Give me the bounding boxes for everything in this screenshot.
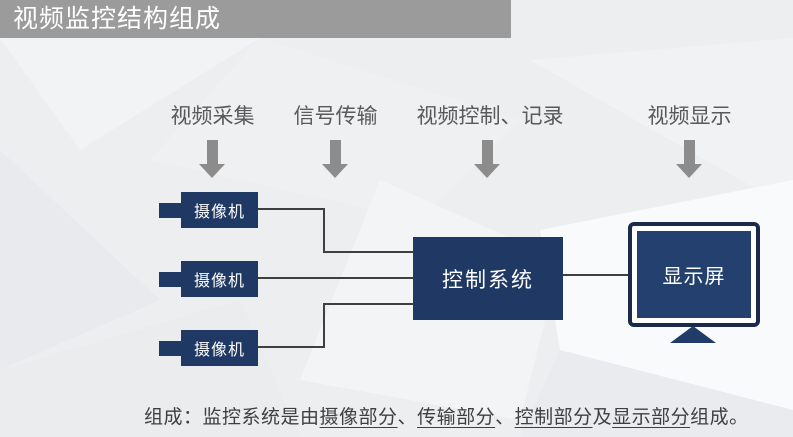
- caption-conjunction: 及: [592, 407, 613, 428]
- camera-lens-tab: [159, 272, 181, 287]
- connector-line: [323, 303, 413, 305]
- monitor-frame: 显示屏: [628, 222, 760, 327]
- connector-line: [258, 277, 413, 279]
- stage-label-video-control-record: 视频控制、记录: [416, 105, 564, 128]
- caption-part-transmission: 传输部分: [417, 407, 496, 428]
- display-screen-box: 显示屏: [637, 231, 751, 318]
- down-arrow-icon: [474, 140, 500, 178]
- caption-part-camera: 摄像部分: [319, 407, 398, 428]
- camera-box-2: 摄像机: [181, 261, 258, 297]
- down-arrow-icon: [199, 140, 225, 178]
- stage-label-video-capture: 视频采集: [170, 105, 255, 128]
- caption-lead: 监控系统是由: [202, 407, 320, 428]
- camera-lens-tab: [159, 203, 181, 218]
- caption-text: 组成：监控系统是由摄像部分、传输部分、控制部分及显示部分组成。: [144, 402, 749, 429]
- connector-line: [258, 346, 325, 348]
- camera-lens-tab: [159, 341, 181, 356]
- connector-line: [323, 303, 325, 348]
- camera-box-1: 摄像机: [181, 192, 258, 228]
- caption-suffix: 组成。: [690, 407, 749, 428]
- connector-line: [323, 251, 413, 253]
- caption-prefix: 组成：: [144, 407, 203, 428]
- control-system-box: 控制系统: [413, 237, 563, 320]
- connector-line: [323, 208, 325, 253]
- slide-title: 视频监控结构组成: [13, 5, 222, 33]
- down-arrow-icon: [322, 140, 348, 178]
- caption-part-control: 控制部分: [514, 407, 593, 428]
- down-arrow-icon: [676, 140, 702, 178]
- caption-separator: 、: [397, 407, 418, 428]
- connector-line: [563, 274, 628, 276]
- monitor-stand: [670, 326, 716, 343]
- caption-part-display: 显示部分: [612, 407, 691, 428]
- stage-label-signal-transmission: 信号传输: [293, 105, 378, 128]
- stage-label-video-display: 视频显示: [647, 105, 732, 128]
- connector-line: [258, 208, 325, 210]
- title-bar: 视频监控结构组成: [0, 0, 511, 38]
- camera-box-3: 摄像机: [181, 330, 258, 366]
- caption-separator: 、: [495, 407, 515, 428]
